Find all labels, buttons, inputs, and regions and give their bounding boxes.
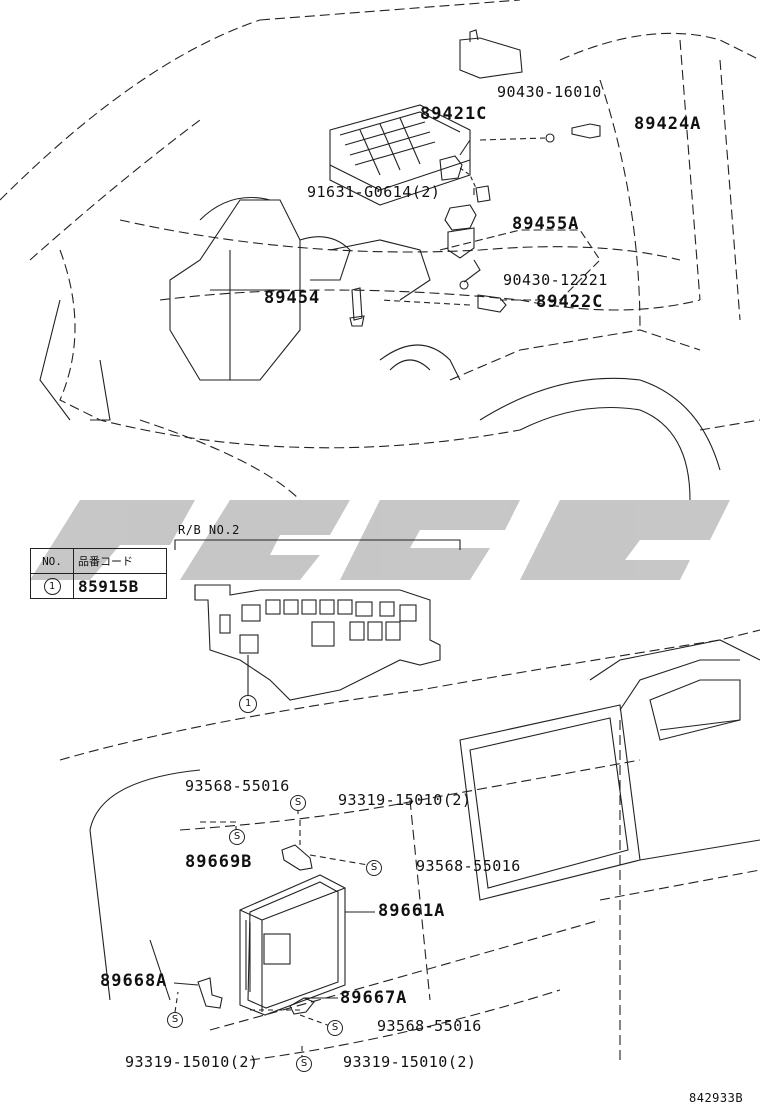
part-label-93568-55016-mid: 93568-55016 [416, 857, 521, 875]
part-label-90430-16010: 90430-16010 [497, 83, 602, 101]
parts-code-table: NO. 品番コード 1 85915B [30, 548, 167, 599]
table-row-number: 1 [43, 577, 61, 595]
watermark-logo [30, 500, 730, 580]
part-label-93568-55016-bottom: 93568-55016 [377, 1017, 482, 1035]
part-label-89422c: 89422C [536, 292, 604, 312]
diagram-id: 842933B [689, 1091, 744, 1105]
s-mark-icon: S [290, 795, 306, 811]
part-label-91631: 91631-G0614(2) [307, 183, 441, 201]
s-mark-icon: S [229, 829, 245, 845]
s-mark-icon: S [327, 1020, 343, 1036]
table-header-no: NO. [30, 548, 74, 574]
part-label-89668a: 89668A [100, 971, 168, 991]
part-label-93568-55016-top: 93568-55016 [185, 777, 290, 795]
s-mark-icon: S [366, 860, 382, 876]
rb-no2-label: R/B NO.2 [178, 523, 240, 537]
relay-callout-1: 1 [239, 695, 257, 713]
part-label-89669b: 89669B [185, 852, 253, 872]
part-label-89424a: 89424A [634, 114, 702, 134]
table-header-code: 品番コード [73, 548, 167, 574]
part-label-89455a: 89455A [512, 214, 580, 234]
part-label-90430-12221: 90430-12221 [503, 271, 608, 289]
part-label-89454: 89454 [264, 288, 321, 308]
s-mark-icon: S [167, 1012, 183, 1028]
part-label-89661a: 89661A [378, 901, 446, 921]
part-label-89667a: 89667A [340, 988, 408, 1008]
part-label-93319-15010-top: 93319-15010(2) [338, 791, 472, 809]
table-row-code: 85915B [73, 573, 167, 599]
s-mark-icon: S [296, 1056, 312, 1072]
part-label-89421c: 89421C [420, 104, 488, 124]
table-row-no: 1 [30, 573, 74, 599]
part-label-93319-15010-right: 93319-15010(2) [343, 1053, 477, 1071]
part-label-93319-15010-left: 93319-15010(2) [125, 1053, 259, 1071]
